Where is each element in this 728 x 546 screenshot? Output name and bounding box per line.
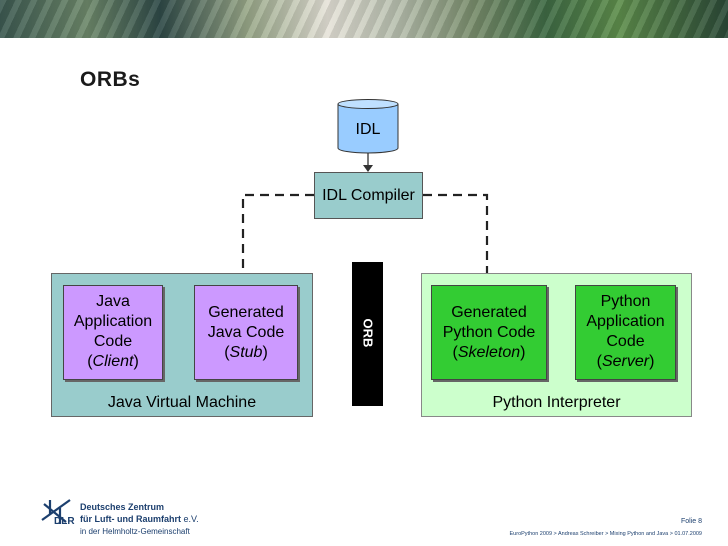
org-name-line3: in der Helmholtz-Gemeinschaft (80, 527, 190, 536)
idl-label: IDL (355, 121, 381, 138)
idl-cylinder: IDL (337, 99, 399, 155)
java-stub-line2: Java Code (207, 323, 285, 341)
slide-number: Folie 8 (680, 518, 702, 525)
org-name-line1: Deutsches Zentrum (80, 502, 165, 512)
python-interpreter-label: Python Interpreter (492, 394, 621, 411)
python-skeleton-box: Generated Python Code (Skeleton) (431, 285, 547, 380)
java-client-role: (Client) (87, 353, 139, 370)
python-server-role: (Server) (596, 353, 655, 370)
dlr-logo-icon (41, 499, 71, 524)
idl-to-compiler-arrow (363, 152, 373, 172)
python-server-box: Python Application Code (Server) (575, 285, 676, 380)
compiler-to-skeleton-link (423, 193, 489, 278)
org-name-line2: für Luft- und Raumfahrt e.V. (80, 514, 199, 524)
java-client-line2: Application (73, 313, 153, 330)
header-banner (0, 0, 728, 38)
orb-bar: ORB (352, 262, 383, 406)
python-skeleton-line1: Generated (451, 303, 527, 321)
java-stub-box: Generated Java Code (Stub) (194, 285, 298, 380)
java-stub-line1: Generated (208, 303, 284, 321)
compiler-to-stub-link (241, 193, 314, 278)
java-client-line1: Java (96, 293, 130, 310)
java-client-box: Java Application Code (Client) (63, 285, 163, 380)
python-server-line1: Python (600, 293, 651, 310)
orb-label: ORB (360, 318, 376, 348)
slide-title: ORBs (80, 68, 141, 91)
idl-compiler-label: IDL Compiler (322, 186, 415, 204)
java-client-line3: Code (93, 333, 133, 350)
dlr-logo-text: DLR (54, 516, 75, 527)
footer-citation: EuroPython 2009 > Andreas Schreiber > Mi… (509, 531, 702, 537)
idl-compiler-box: IDL Compiler (314, 172, 423, 219)
java-stub-role: (Stub) (224, 343, 268, 361)
python-skeleton-line2: Python Code (442, 323, 536, 341)
python-skeleton-role: (Skeleton) (452, 343, 526, 361)
java-vm-label: Java Virtual Machine (107, 394, 257, 411)
python-server-line3: Code (606, 333, 645, 350)
database-icon (337, 99, 399, 154)
python-server-line2: Application (586, 313, 665, 330)
